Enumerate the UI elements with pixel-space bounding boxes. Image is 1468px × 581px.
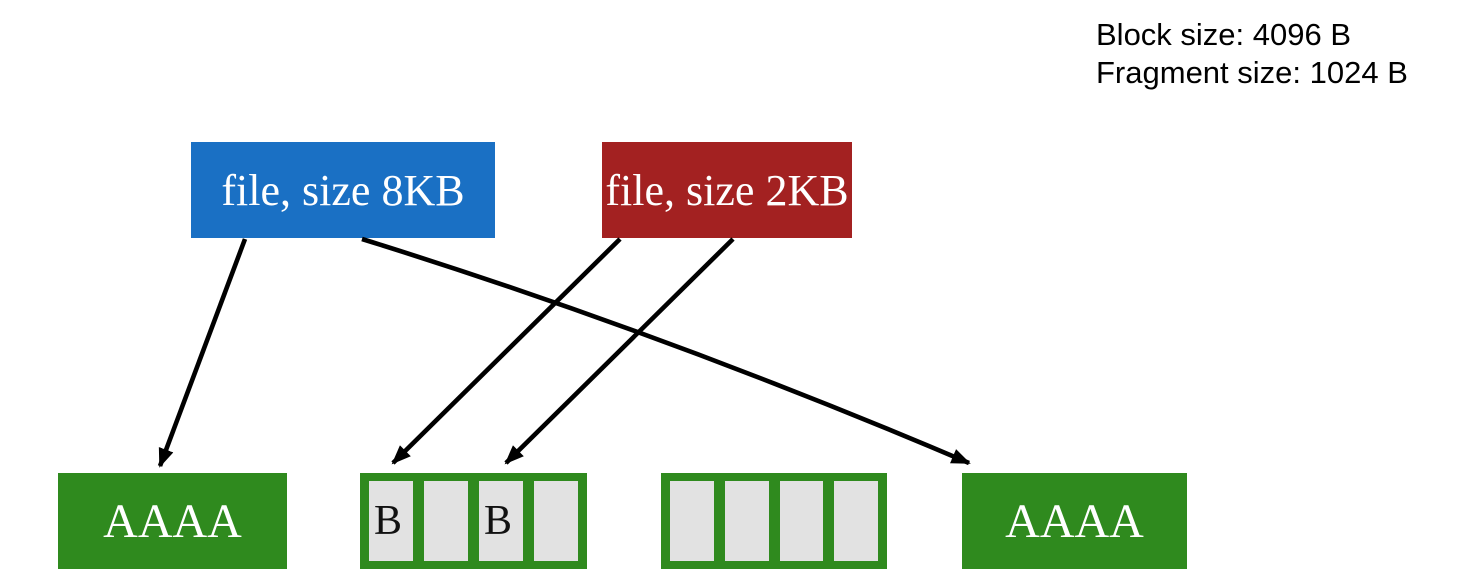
file-2kb-box: file, size 2KB bbox=[602, 142, 852, 238]
arrow-file-2kb-to-block-2-fragment-1 bbox=[391, 237, 622, 465]
disk-block-3 bbox=[661, 473, 887, 569]
arrow-file-8kb-to-block-4 bbox=[361, 236, 971, 466]
fragment-cell: B bbox=[369, 481, 413, 561]
disk-block-2: B B bbox=[360, 473, 587, 569]
disk-block-4: AAAA bbox=[962, 473, 1187, 569]
size-info: Block size: 4096 B Fragment size: 1024 B bbox=[1096, 16, 1408, 92]
fragment-cell bbox=[724, 481, 769, 561]
file-8kb-box: file, size 8KB bbox=[191, 142, 495, 238]
fragment-cell bbox=[534, 481, 578, 561]
disk-block-4-label: AAAA bbox=[1005, 494, 1144, 548]
fragment-cell bbox=[779, 481, 824, 561]
fragment-cell bbox=[424, 481, 468, 561]
arrow-file-8kb-to-block-1 bbox=[157, 238, 248, 468]
disk-block-1-label: AAAA bbox=[103, 494, 242, 548]
disk-block-1: AAAA bbox=[58, 473, 287, 569]
file-2kb-label: file, size 2KB bbox=[605, 165, 849, 215]
fragment-cell bbox=[834, 481, 878, 561]
arrow-file-2kb-to-block-2-fragment-3 bbox=[504, 237, 735, 465]
fragment-cell bbox=[670, 481, 714, 561]
fragment-cell: B bbox=[479, 481, 523, 561]
file-8kb-label: file, size 8KB bbox=[221, 165, 465, 215]
block-size-text: Block size: 4096 B bbox=[1096, 17, 1352, 52]
fragment-size-text: Fragment size: 1024 B bbox=[1096, 55, 1408, 90]
